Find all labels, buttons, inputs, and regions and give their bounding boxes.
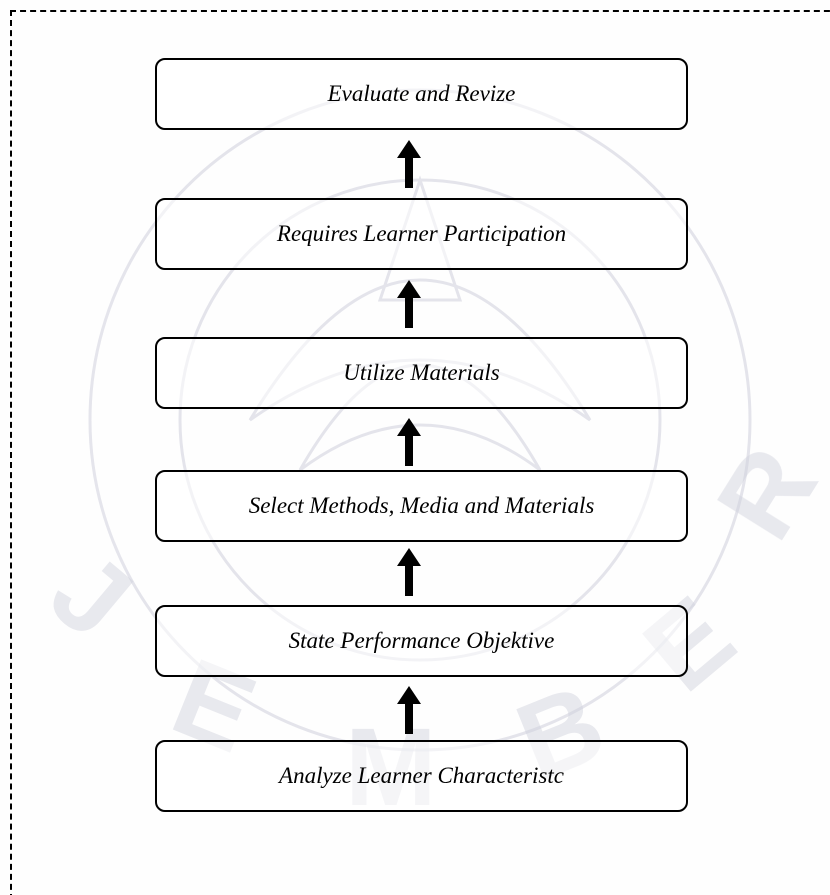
step-state-performance-objektive: State Performance Objektive xyxy=(155,605,688,677)
up-arrow-icon xyxy=(397,686,421,734)
step-label: State Performance Objektive xyxy=(288,628,555,653)
step-label: Evaluate and Revize xyxy=(327,81,516,106)
step-requires-learner-participation: Requires Learner Participation xyxy=(155,198,688,270)
up-arrow-icon xyxy=(397,548,421,596)
step-select-methods-media-materials: Select Methods, Media and Materials xyxy=(155,470,688,542)
step-label: Analyze Learner Characteristc xyxy=(279,763,564,788)
step-label: Utilize Materials xyxy=(343,360,500,385)
step-analyze-learner-characteristc: Analyze Learner Characteristc xyxy=(155,740,688,812)
step-evaluate-and-revize: Evaluate and Revize xyxy=(155,58,688,130)
step-label: Select Methods, Media and Materials xyxy=(248,493,595,518)
up-arrow-icon xyxy=(397,418,421,466)
up-arrow-icon xyxy=(397,280,421,328)
up-arrow-icon xyxy=(397,140,421,188)
dashed-frame xyxy=(10,10,830,895)
step-label: Requires Learner Participation xyxy=(276,221,567,246)
step-utilize-materials: Utilize Materials xyxy=(155,337,688,409)
